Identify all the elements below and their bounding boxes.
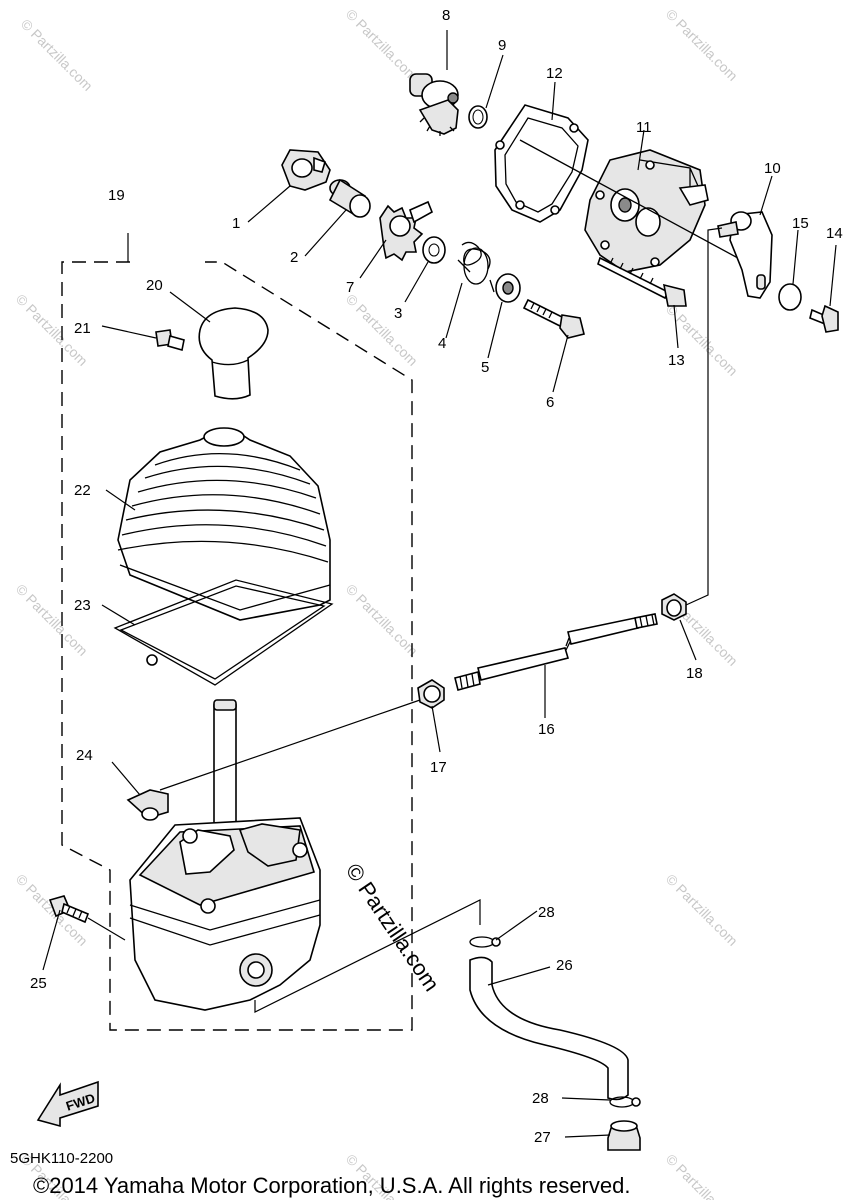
part-28-clamp	[469, 936, 501, 948]
callout-21: 21	[74, 320, 91, 337]
callout-19: 19	[108, 187, 125, 204]
bolt-connector	[87, 917, 126, 941]
shift-case	[129, 817, 321, 1011]
callout-22: 22	[74, 482, 91, 499]
part-7-gear	[379, 200, 434, 262]
callout-25: 25	[30, 975, 47, 992]
callout-16: 16	[538, 721, 555, 738]
part-27-fitting	[607, 1120, 641, 1151]
callout-5: 5	[481, 359, 489, 376]
part-1-cam	[281, 149, 331, 191]
callout-26: 26	[556, 957, 573, 974]
part-12-gasket	[494, 104, 589, 223]
part-14-bolt	[809, 304, 839, 333]
callout-13: 13	[668, 352, 685, 369]
callout-18: 18	[686, 665, 703, 682]
callout-1: 1	[232, 215, 240, 232]
callout-8: 8	[442, 7, 450, 24]
callout-6: 6	[546, 394, 554, 411]
callout-23: 23	[74, 597, 91, 614]
callout-27: 27	[534, 1129, 551, 1146]
callout-11: 11	[636, 119, 652, 136]
rod-to-lever-line	[159, 699, 421, 791]
callout-3: 3	[394, 305, 402, 322]
part-26-hose	[469, 956, 629, 1101]
diagram-code: 5GHK110-2200	[10, 1150, 113, 1167]
callout-7: 7	[346, 279, 354, 296]
part-11-housing	[584, 149, 709, 273]
callout-28: 28	[538, 904, 555, 921]
watermark: © Partzilla.com	[663, 871, 741, 949]
part-4-spring	[457, 241, 495, 293]
part-23-plate	[113, 579, 334, 686]
bracket-line	[254, 899, 481, 1013]
watermark: © Partzilla.com	[13, 581, 91, 659]
callout-labels: 1 2 3 4 5 6 7 8 9 10 11 12 13 14 15 16 1…	[30, 7, 843, 1146]
part-2-collar	[328, 178, 371, 218]
watermark: © Partzilla.com	[343, 6, 421, 84]
callout-15: 15	[792, 215, 809, 232]
fwd-arrow-icon: FWD	[36, 1080, 99, 1128]
part-20-knob	[198, 307, 269, 400]
callout-4: 4	[438, 335, 446, 352]
part-18-nut	[661, 593, 687, 621]
part-9-o-ring	[468, 105, 488, 129]
part-5-washer	[495, 273, 521, 303]
center-watermark: © Partzilla.com	[341, 859, 445, 996]
callout-28: 28	[532, 1090, 549, 1107]
callout-2: 2	[290, 249, 298, 266]
watermark: © Partzilla.com	[343, 291, 421, 369]
callout-14: 14	[826, 225, 843, 242]
callout-10: 10	[764, 160, 781, 177]
callout-24: 24	[76, 747, 93, 764]
part-21-screw	[155, 329, 185, 352]
copyright-notice: ©2014 Yamaha Motor Corporation, U.S.A. A…	[33, 1173, 630, 1198]
callout-17: 17	[430, 759, 447, 776]
leader-lines	[42, 30, 837, 1138]
watermark: © Partzilla.com	[663, 1151, 741, 1200]
part-22-boot	[117, 427, 331, 621]
callout-12: 12	[546, 65, 563, 82]
callout-9: 9	[498, 37, 506, 54]
part-24-fitting	[126, 789, 169, 821]
part-8-gear-shaft	[409, 73, 459, 136]
part-10-lever	[717, 211, 773, 299]
part-16-rod	[454, 613, 658, 691]
part-13-bolt	[597, 256, 687, 307]
part-17-nut	[417, 679, 445, 709]
watermark: © Partzilla.com	[343, 581, 421, 659]
part-28-clamp	[609, 1096, 641, 1108]
part-15-washer	[778, 283, 802, 311]
part-6-bolt	[522, 298, 585, 339]
part-25-bolt	[48, 895, 90, 924]
watermark: © Partzilla.com	[663, 6, 741, 84]
part-3-washer	[422, 236, 446, 264]
assembly-outline	[61, 261, 413, 1031]
watermark: © Partzilla.com	[18, 16, 96, 94]
callout-20: 20	[146, 277, 163, 294]
shaft-axis-line	[519, 139, 761, 271]
rod-to-lever-line	[685, 227, 723, 606]
